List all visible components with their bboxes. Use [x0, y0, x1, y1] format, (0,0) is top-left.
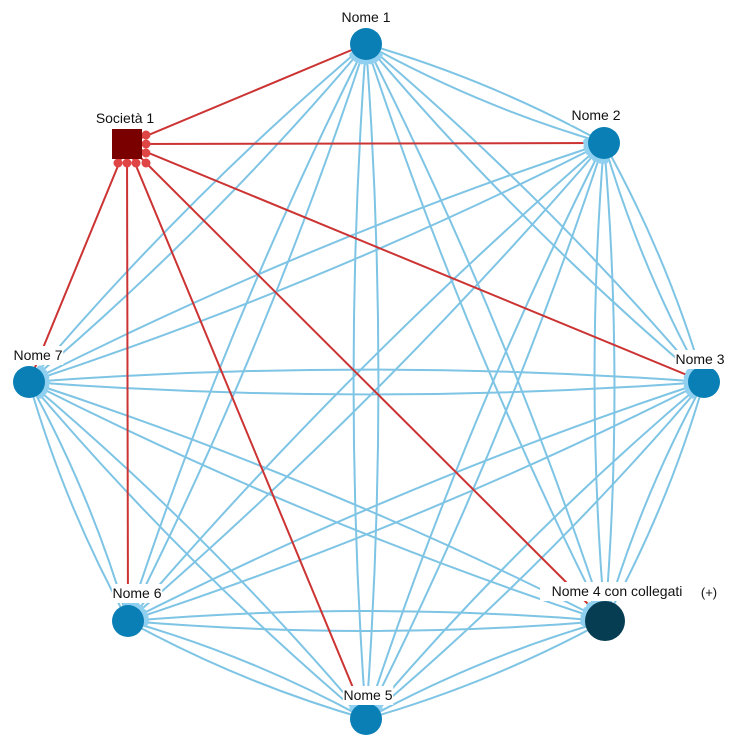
person-edge[interactable] — [365, 620, 606, 720]
company-edge[interactable] — [126, 142, 605, 145]
person-edge[interactable] — [127, 620, 367, 720]
node-label: Nome 2 — [571, 107, 620, 123]
label-background — [88, 109, 162, 128]
node-nome-5[interactable]: Nome 5 — [342, 686, 394, 735]
label-background — [340, 8, 392, 27]
label-background — [12, 346, 64, 365]
node-nome-3[interactable]: Nome 3 — [674, 350, 726, 398]
person-edge[interactable] — [365, 43, 705, 383]
node-label: Nome 4 con collegati — [552, 583, 683, 599]
company-edge[interactable] — [126, 143, 606, 622]
circle-node-icon — [588, 127, 620, 159]
person-edge[interactable] — [603, 142, 616, 622]
square-node-icon — [112, 129, 142, 159]
circle-node-icon — [688, 366, 720, 398]
person-edge[interactable] — [365, 43, 705, 383]
circle-node-icon — [13, 366, 45, 398]
person-edge[interactable] — [28, 381, 367, 720]
person-edge[interactable] — [127, 381, 705, 622]
person-edge[interactable] — [365, 43, 605, 144]
circle-node-icon — [350, 703, 382, 735]
node-label: Società 1 — [96, 110, 155, 126]
company-edge[interactable] — [126, 43, 367, 145]
company-edge[interactable] — [126, 143, 129, 622]
edge-port — [141, 139, 151, 149]
node-label: Nome 1 — [341, 9, 390, 25]
circle-node-icon — [112, 605, 144, 637]
person-edge[interactable] — [28, 381, 606, 622]
person-edge[interactable] — [28, 381, 606, 622]
edge-port — [141, 158, 151, 168]
person-edge[interactable] — [365, 43, 380, 720]
person-edge[interactable] — [28, 142, 605, 383]
person-edge[interactable] — [127, 620, 367, 720]
node-label: Nome 3 — [675, 351, 724, 367]
node-nome-2[interactable]: Nome 2 — [570, 106, 622, 159]
person-edge[interactable] — [127, 610, 606, 622]
company-edge[interactable] — [126, 143, 705, 383]
person-edge[interactable] — [365, 142, 605, 720]
label-background — [674, 350, 726, 369]
edge-port — [141, 130, 151, 140]
person-edge[interactable] — [127, 620, 606, 632]
person-edge[interactable] — [28, 381, 705, 396]
node-nome-6[interactable]: Nome 6 — [111, 584, 163, 637]
person-edge[interactable] — [127, 43, 367, 622]
edge-port — [141, 148, 151, 158]
company-edges — [28, 43, 705, 720]
person-edge[interactable] — [365, 43, 606, 622]
person-edge[interactable] — [127, 43, 367, 622]
person-edge[interactable] — [365, 620, 606, 720]
company-edge[interactable] — [28, 143, 128, 383]
label-background — [570, 106, 622, 125]
circle-node-icon — [585, 601, 625, 641]
person-edge[interactable] — [28, 381, 367, 720]
person-edge[interactable] — [365, 43, 606, 622]
person-edge[interactable] — [352, 43, 367, 720]
node-label: Nome 5 — [343, 687, 392, 703]
person-edge[interactable] — [365, 43, 605, 144]
node-nome-4-con-collegati[interactable]: Nome 4 con collegati — [540, 582, 694, 641]
person-edge[interactable] — [127, 381, 705, 622]
label-background — [540, 582, 694, 601]
node-label: Nome 7 — [13, 347, 62, 363]
node-societa-1[interactable]: Società 1 — [88, 109, 162, 159]
node-nome-7[interactable]: Nome 7 — [12, 346, 64, 398]
person-edge[interactable] — [365, 142, 605, 720]
expand-toggle[interactable]: (+) — [701, 585, 717, 600]
node-nome-1[interactable]: Nome 1 — [340, 8, 392, 60]
person-edge[interactable] — [28, 368, 705, 383]
edge-port — [122, 158, 132, 168]
circle-node-icon — [350, 28, 382, 60]
company-edge[interactable] — [126, 143, 367, 720]
label-background — [111, 584, 163, 603]
person-edge[interactable] — [593, 142, 606, 622]
person-edge[interactable] — [28, 142, 605, 383]
node-label: Nome 6 — [112, 585, 161, 601]
edge-port — [113, 158, 123, 168]
edge-port — [131, 158, 141, 168]
label-background — [342, 686, 394, 705]
